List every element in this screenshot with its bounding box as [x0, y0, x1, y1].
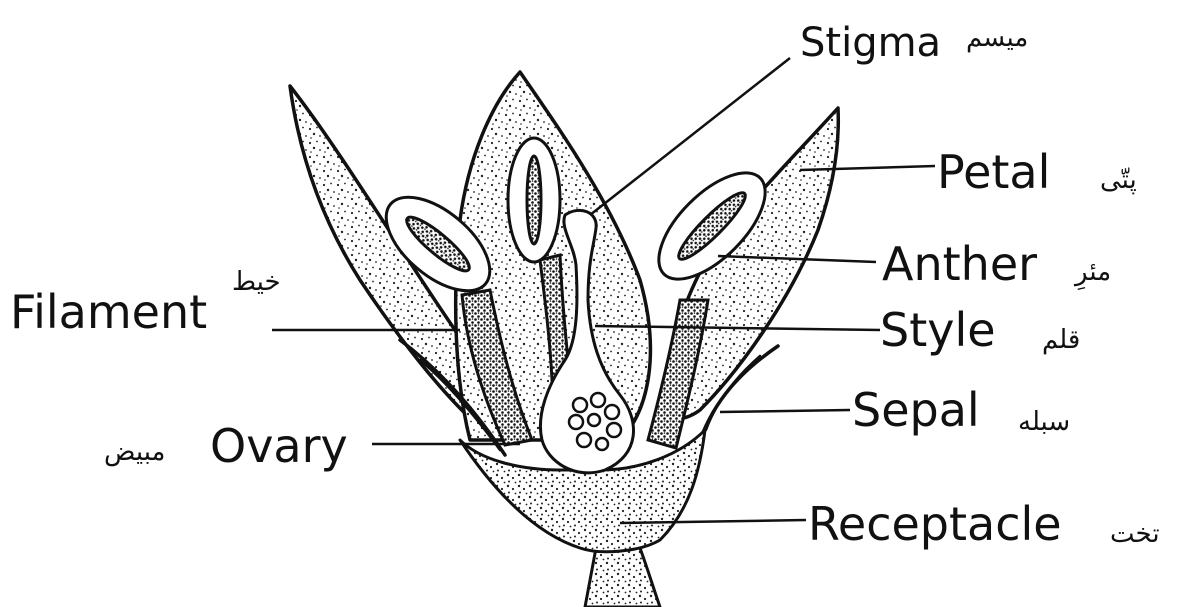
label-style: Style — [880, 303, 996, 357]
label-petal: Petal — [937, 145, 1050, 199]
label-filament: Filament — [10, 285, 207, 339]
center-anther-core — [527, 156, 541, 244]
urdu-label-style: قلم — [1042, 325, 1080, 355]
urdu-label-petal: پتّی — [1100, 165, 1137, 195]
label-sepal: Sepal — [852, 383, 980, 437]
label-anther: Anther — [882, 237, 1037, 291]
label-ovary: Ovary — [210, 419, 348, 473]
flower-stalk — [585, 548, 660, 607]
urdu-label-ovary: مبيض — [104, 437, 165, 467]
urdu-label-sepal: سبله — [1018, 407, 1070, 437]
urdu-label-stigma: ميسم — [966, 23, 1028, 53]
flower-illustration — [290, 72, 838, 607]
label-stigma: Stigma — [800, 20, 941, 66]
urdu-label-anther: مئرِ — [1073, 257, 1111, 290]
urdu-label-filament: خيط — [232, 267, 281, 297]
urdu-label-receptacle: تخت — [1110, 519, 1160, 549]
leader-sepal — [720, 410, 850, 412]
label-receptacle: Receptacle — [808, 497, 1062, 551]
